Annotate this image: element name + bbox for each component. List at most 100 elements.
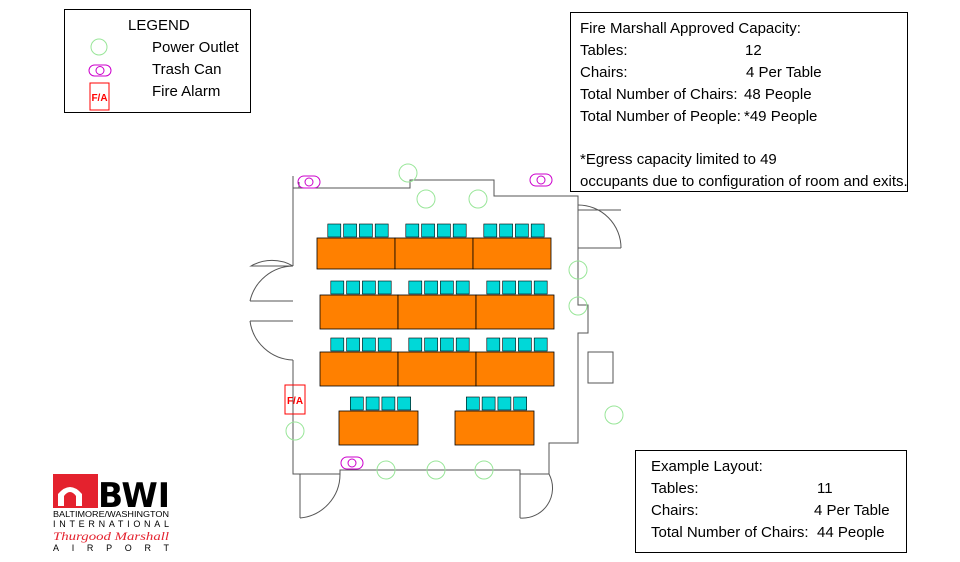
chair — [362, 280, 376, 295]
chair — [374, 223, 389, 238]
example-label-total-chairs: Total Number of Chairs: — [651, 524, 809, 541]
fire-alarm-marker: F/A — [284, 384, 306, 415]
chair — [362, 337, 376, 352]
fire-alarm-icon — [284, 384, 306, 415]
bwi-logo: BWI BALTIMORE/WASHINGTON INTERNATIONAL T… — [53, 474, 170, 553]
power-outlet-icon — [285, 421, 305, 441]
table — [394, 237, 474, 270]
power-outlet-icon — [426, 460, 446, 480]
door-swings — [249, 204, 622, 519]
chair — [421, 223, 435, 238]
capacity-label-tables: Tables: — [580, 42, 628, 59]
capacity-value-chairs: 4 Per Table — [746, 64, 822, 81]
chair — [327, 223, 342, 238]
power-outlet-icon — [568, 260, 588, 280]
chair — [359, 223, 373, 238]
example-value-chairs: 4 Per Table — [814, 502, 890, 519]
chair — [530, 223, 545, 238]
chair — [515, 223, 529, 238]
legend-title: LEGEND — [128, 17, 190, 34]
power-outlet-icon — [468, 189, 488, 209]
trash-can-icon — [88, 64, 112, 77]
chair — [377, 337, 392, 352]
capacity-title: Fire Marshall Approved Capacity: — [580, 20, 801, 37]
capacity-box: Fire Marshall Approved Capacity: Tables:… — [570, 12, 908, 192]
chair — [497, 396, 512, 411]
power-outlet-icon — [416, 189, 436, 209]
example-value-tables: 11 — [817, 480, 833, 497]
example-label-chairs: Chairs: — [651, 502, 699, 519]
logo-line2: INTERNATIONAL — [53, 519, 169, 529]
chair — [405, 223, 420, 238]
outlets-layer — [285, 163, 624, 480]
chair — [486, 337, 501, 352]
trash-can-icon — [529, 173, 553, 187]
legend-item-fire-alarm: Fire Alarm — [152, 83, 221, 100]
power-outlet-icon — [398, 163, 418, 183]
capacity-value-tables: 12 — [745, 42, 762, 59]
power-outlet-icon — [604, 405, 624, 425]
trash-can-icon — [297, 175, 321, 189]
chair — [408, 337, 423, 352]
logo-line4: AIRPORT — [53, 543, 170, 553]
chair — [330, 280, 345, 295]
example-layout-box: Example Layout: Tables: 11 Chairs: 4 Per… — [635, 450, 907, 553]
chair — [481, 396, 496, 411]
logo-line1: BALTIMORE/WASHINGTON — [53, 510, 169, 519]
trash-layer — [297, 173, 553, 470]
table — [338, 410, 419, 446]
chair — [346, 280, 360, 295]
chair — [377, 280, 392, 295]
chair — [455, 337, 470, 352]
chair — [518, 337, 532, 352]
trash-can-icon — [340, 456, 364, 470]
capacity-label-total-people: Total Number of People: — [580, 108, 741, 125]
legend-item-power-outlet: Power Outlet — [152, 39, 239, 56]
power-outlet-icon — [474, 460, 494, 480]
chair — [452, 223, 467, 238]
capacity-note-line2: occupants due to configuration of room a… — [580, 173, 908, 190]
table — [316, 237, 396, 270]
chair — [486, 280, 501, 295]
example-label-tables: Tables: — [651, 480, 699, 497]
fire-alarm-label: F/A — [287, 396, 303, 407]
fire-alarm-icon: F/A — [89, 82, 110, 111]
chair — [499, 223, 513, 238]
logo-wordmark: BWI — [98, 476, 170, 516]
chair — [330, 337, 345, 352]
capacity-value-total-people: *49 People — [744, 108, 818, 125]
table — [397, 294, 477, 330]
chair — [424, 337, 438, 352]
chair — [440, 337, 454, 352]
chair — [346, 337, 360, 352]
table — [454, 410, 535, 446]
table — [319, 351, 399, 387]
fire-alarm-icon-label: F/A — [91, 93, 107, 104]
chair — [533, 337, 548, 352]
table — [475, 294, 555, 330]
legend-icons: F/A — [88, 38, 112, 111]
chair — [455, 280, 470, 295]
chair — [518, 280, 532, 295]
chair — [483, 223, 498, 238]
capacity-note-line1: *Egress capacity limited to 49 — [580, 151, 777, 168]
chair — [437, 223, 451, 238]
chair — [465, 396, 480, 411]
chair — [381, 396, 396, 411]
tables-layer — [316, 223, 555, 446]
chair — [349, 396, 364, 411]
capacity-label-total-chairs: Total Number of Chairs: — [580, 86, 738, 103]
example-value-total-chairs: 44 People — [817, 524, 885, 541]
chair — [365, 396, 380, 411]
chair — [397, 396, 412, 411]
power-outlet-icon — [90, 38, 108, 56]
chair — [533, 280, 548, 295]
table — [319, 294, 399, 330]
power-outlet-icon — [376, 460, 396, 480]
legend-box: LEGEND F/A Power Outlet Trash Can Fire A… — [64, 9, 251, 113]
legend-item-trash-can: Trash Can — [152, 61, 222, 78]
capacity-label-chairs: Chairs: — [580, 64, 628, 81]
capacity-value-total-chairs: 48 People — [744, 86, 812, 103]
example-title: Example Layout: — [651, 458, 763, 475]
